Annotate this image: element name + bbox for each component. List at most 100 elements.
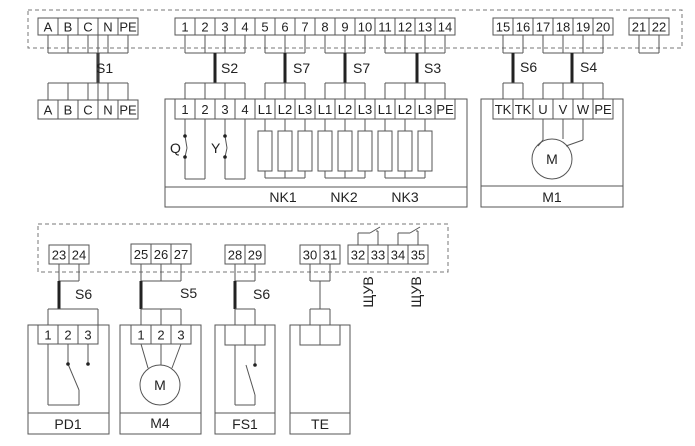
motor-m1-icon: M <box>531 138 573 180</box>
terminal: 27 <box>170 243 192 265</box>
terminal: 3 <box>214 98 236 120</box>
wire <box>184 135 188 149</box>
terminal: 3 <box>214 17 236 36</box>
svg-text:7: 7 <box>301 20 308 35</box>
terminal: L1 <box>374 98 396 120</box>
svg-text:3: 3 <box>221 20 228 35</box>
cable-label-s6-fs1: S6 <box>253 286 270 302</box>
wire <box>224 135 228 149</box>
terminal: 10 <box>354 17 376 36</box>
svg-text:PE: PE <box>594 102 612 117</box>
svg-text:12: 12 <box>398 20 412 35</box>
terminal: B <box>57 17 79 36</box>
terminal: C <box>77 99 99 120</box>
terminal: 26 <box>150 243 172 265</box>
svg-text:M: M <box>154 377 166 393</box>
contact-dot <box>66 362 70 366</box>
svg-text:N: N <box>103 103 112 118</box>
terminal: 23 <box>48 244 70 265</box>
svg-text:A: A <box>44 103 53 118</box>
terminal: 7 <box>294 17 316 36</box>
terminal: 24 <box>68 244 90 265</box>
svg-text:20: 20 <box>596 20 610 35</box>
svg-text:L1: L1 <box>318 102 332 117</box>
svg-text:17: 17 <box>536 20 550 35</box>
terminal: L3 <box>414 98 436 120</box>
controller-upper-enclosure <box>27 9 683 49</box>
terminal: 29 <box>244 244 266 265</box>
svg-text:N: N <box>103 20 112 35</box>
svg-text:34: 34 <box>391 248 405 263</box>
terminal: 2 <box>57 324 79 345</box>
wire <box>140 343 149 369</box>
svg-text:2: 2 <box>201 102 208 117</box>
terminal: N <box>97 17 119 36</box>
svg-text:V: V <box>559 102 568 117</box>
svg-text:29: 29 <box>248 248 262 263</box>
heater-element-icon <box>257 130 273 172</box>
svg-text:30: 30 <box>303 248 317 263</box>
terminal: 35 <box>407 244 429 265</box>
svg-text:33: 33 <box>371 248 385 263</box>
contact-dot <box>183 134 187 138</box>
terminal: L3 <box>354 98 376 120</box>
remote-label-2: ЩУВ <box>408 276 424 307</box>
svg-text:9: 9 <box>341 20 348 35</box>
svg-text:6: 6 <box>281 20 288 35</box>
heater-element-icon <box>377 130 393 172</box>
terminal: 4 <box>234 17 256 36</box>
svg-text:4: 4 <box>241 20 248 35</box>
terminal: PE <box>117 17 139 36</box>
svg-text:L2: L2 <box>278 102 292 117</box>
heater-element-icon <box>417 130 433 172</box>
te-terminals <box>299 324 341 346</box>
heater-element-icon <box>317 130 333 172</box>
svg-text:L1: L1 <box>258 102 272 117</box>
cable-label-s6-pd1: S6 <box>75 286 92 302</box>
svg-text:14: 14 <box>438 20 452 35</box>
terminal: L1 <box>254 98 276 120</box>
terminal: 30 <box>299 244 321 265</box>
contact-dot <box>253 363 257 367</box>
heater-element-icon <box>357 130 373 172</box>
terminal: 19 <box>572 17 594 36</box>
contact-dot <box>223 134 227 138</box>
remote-label-1: ЩУВ <box>360 276 376 307</box>
terminal: PE <box>434 98 456 120</box>
contact-dot <box>86 362 90 366</box>
terminal: A <box>37 17 59 36</box>
terminal: PE <box>117 99 139 120</box>
wire <box>67 363 80 391</box>
svg-text:3: 3 <box>84 328 91 343</box>
terminal: N <box>97 99 119 120</box>
terminal: W <box>572 98 594 120</box>
heater-element-icon <box>397 130 413 172</box>
terminal: 33 <box>367 244 389 265</box>
terminal: C <box>77 17 99 36</box>
svg-text:U: U <box>538 102 547 117</box>
terminal: TK <box>512 98 534 120</box>
terminal: 18 <box>552 17 574 36</box>
terminal: 8 <box>314 17 336 36</box>
terminal: L2 <box>274 98 296 120</box>
terminal: 32 <box>347 244 369 265</box>
terminal: 16 <box>512 17 534 36</box>
wire <box>369 226 381 234</box>
terminal: 9 <box>334 17 356 36</box>
terminal: 25 <box>130 243 152 265</box>
svg-text:PE: PE <box>119 20 137 35</box>
terminal: 17 <box>532 17 554 36</box>
device-label-m4: M4 <box>150 415 170 431</box>
terminal: L1 <box>314 98 336 120</box>
fs1-terminals <box>224 324 266 346</box>
svg-text:3: 3 <box>221 102 228 117</box>
terminal: U <box>532 98 554 120</box>
svg-text:25: 25 <box>134 247 148 262</box>
cable-label-s7b: S7 <box>353 60 370 76</box>
terminal: 2 <box>194 17 216 36</box>
